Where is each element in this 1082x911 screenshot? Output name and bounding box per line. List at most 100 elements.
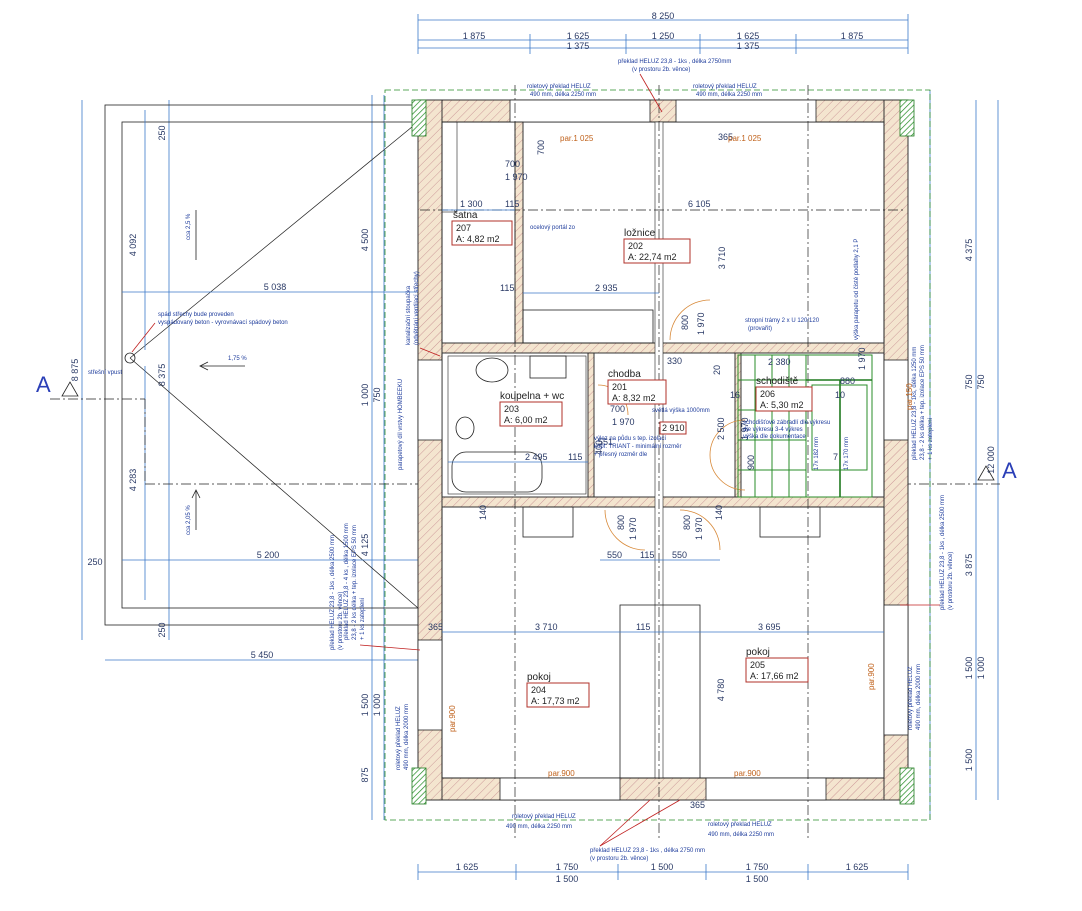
note-lintel-right-sub2: + 1 ks zateplení xyxy=(928,417,934,460)
note-shutter-tr: roletový překlad HELUZ xyxy=(693,84,757,90)
note-lintel-left-sub2: + 1 ks zateplení xyxy=(360,597,366,640)
note-lintel-right: překlad HELUZ 23,8 - 1ks, délka 1250 mm xyxy=(912,347,918,460)
note-shutter-br: roletový překlad HELUZ xyxy=(708,822,772,828)
svg-text:pokoj: pokoj xyxy=(527,672,551,683)
dim-bottom-1: 1 625 xyxy=(456,862,479,872)
dim-1970-e: 1 970 xyxy=(612,417,635,427)
note-lintel-left: překlad HELUZ 23,8 - 4 ks , délka 1500 m… xyxy=(344,523,350,640)
note-lintel-right2-sub: (v prostoru 2b. věnce) xyxy=(948,552,954,610)
note-lintel-left2: překlad HELUZ 23,8 - 1ks , délka 2500 mm xyxy=(330,535,336,650)
dim-top-2: 1 625 xyxy=(567,31,590,41)
dim-top-3: 1 250 xyxy=(652,31,675,41)
dim-left-inner-2: 750 xyxy=(372,387,382,402)
note-stair-steps2: 17x 170 mm xyxy=(844,437,850,470)
svg-text:A: 8,32 m2: A: 8,32 m2 xyxy=(612,393,656,403)
note-vent-sub: (odvětrání ventilací střechy) xyxy=(414,271,420,345)
dim-top-1: 1 875 xyxy=(463,31,486,41)
svg-text:A: 5,30 m2: A: 5,30 m2 xyxy=(760,400,804,410)
note-lintel-right-sub: 23,8 - 2 ks délka + tep. izolace EPS 50 … xyxy=(920,345,926,460)
svg-text:šatna: šatna xyxy=(453,210,478,221)
dim-800-a: 800 xyxy=(680,315,690,330)
dim-left-far: 8 875 xyxy=(70,359,80,382)
section-mark-right: A xyxy=(1002,458,1017,483)
note-shutter-tr-sub: 490 mm, délka 2250 mm xyxy=(696,92,762,98)
dim-115-c: 115 xyxy=(636,622,650,632)
dim-800-c: 800 xyxy=(682,515,692,530)
dim-left-2: 1 000 xyxy=(360,384,370,407)
svg-text:203: 203 xyxy=(504,404,519,414)
dim-1970-f: 1 970 xyxy=(740,417,750,440)
dim-right-1: 4 375 xyxy=(964,239,974,262)
terrace: 250 4 092 4 283 250 250 5 038 5 200 5 45… xyxy=(87,104,419,661)
svg-text:201: 201 xyxy=(612,382,627,392)
room-label-207: šatna 207 A: 4,82 m2 xyxy=(451,210,513,246)
dim-365-a: 365 xyxy=(428,622,443,632)
note-vent: kanalizační stoupačka xyxy=(406,285,412,345)
room-label-203: koupelna + wc 203 A: 6,00 m2 xyxy=(499,391,564,427)
note-stair-1: schodišťové zábradlí dle výkresu xyxy=(743,420,830,426)
note-shutter-bl-sub: 490 mm, délka 2250 mm xyxy=(506,824,572,830)
note-stair-2: dle výkresu 3-4 výkres xyxy=(743,427,803,433)
svg-text:205: 205 xyxy=(750,660,765,670)
dim-left-inner-1: 8 375 xyxy=(157,364,167,387)
note-shutter-tl: roletový překlad HELUZ xyxy=(527,84,591,90)
dim-115-d: 115 xyxy=(568,452,582,462)
dim-bottom-4: 1 750 xyxy=(746,862,769,872)
note-lintel-right2: překlad HELUZ 23,8 - 1ks , délka 2500 mm xyxy=(940,495,946,610)
note-lintel-left-sub: 23,8 - 2 ks délka + tep. izolace EPS 50 … xyxy=(352,525,358,640)
note-railing: výška parapetu od čisté podlahy 2,1 P xyxy=(854,239,860,340)
note-shutter-tl-sub: 490 mm, délka 2250 mm xyxy=(530,92,596,98)
stair-treads xyxy=(738,355,872,497)
dim-4780: 4 780 xyxy=(716,679,726,702)
note-wardrobe: ocelový portál zo xyxy=(530,225,576,231)
svg-text:A: 22,74 m2: A: 22,74 m2 xyxy=(628,252,677,262)
dim-5038: 5 038 xyxy=(264,282,287,292)
room-label-204: pokoj 204 A: 17,73 m2 xyxy=(526,672,590,708)
roof-point: střešní vpust xyxy=(88,370,122,376)
note-shutter-right-sub: 490 mm, délka 2000 mm xyxy=(916,664,922,730)
dim-right-inner-2: 1 500 xyxy=(964,657,974,680)
svg-text:207: 207 xyxy=(456,223,471,233)
dim-1970-a: 1 970 xyxy=(505,172,528,182)
dim-bottom-2: 1 750 xyxy=(556,862,579,872)
dim-800-b: 800 xyxy=(616,515,626,530)
parapet-6: par.900 xyxy=(548,769,575,778)
dim-terrace-2: 4 092 xyxy=(128,234,138,257)
annotations: překlad HELUZ 23,8 - 1ks , délka 2750mm … xyxy=(330,59,954,862)
parapet-5: par.900 xyxy=(867,663,876,690)
dim-3710-v: 3 710 xyxy=(717,247,727,270)
dim-terrace-5: 250 xyxy=(157,622,167,637)
dim-top-row2-1: 1 375 xyxy=(567,41,590,51)
dim-top-4: 1 625 xyxy=(737,31,760,41)
svg-text:ložnice: ložnice xyxy=(624,228,656,239)
dim-1970-d: 1 970 xyxy=(694,517,704,540)
dim-left-1: 4 500 xyxy=(360,229,370,252)
bottom-dimensions: 1 625 1 750 1 500 1 750 1 625 1 500 1 50… xyxy=(417,862,909,884)
dim-970-a: 1 970 xyxy=(857,347,867,370)
parapet-3: par.150 xyxy=(905,383,914,410)
dim-115-e: 115 xyxy=(640,550,654,560)
note-ceiling-height: světlá výška 1000mm xyxy=(652,408,710,414)
dim-2495: 2 495 xyxy=(525,452,548,462)
dim-top-row2-2: 1 375 xyxy=(737,41,760,51)
note-beam: stropní trámy 2 x U 120/120 xyxy=(745,318,820,324)
dim-bottom-3: 1 500 xyxy=(651,862,674,872)
note-shutter-left-sub: 490 mm, délka 2000 mm xyxy=(404,704,410,770)
dim-1970-c: 1 970 xyxy=(628,517,638,540)
dim-bottom-row2-1: 1 500 xyxy=(556,874,579,884)
parapet-4: par.900 xyxy=(448,705,457,732)
parapet-2: par.1 025 xyxy=(728,134,762,143)
svg-text:A: 6,00 m2: A: 6,00 m2 xyxy=(504,415,548,425)
dim-2500: 2 500 xyxy=(716,417,726,440)
roof-note-sub: vyspádovaný beton - vyrovnávací spádový … xyxy=(158,320,288,326)
svg-text:A: 17,73 m2: A: 17,73 m2 xyxy=(531,696,580,706)
slope-1: cca 2,5 % xyxy=(186,213,192,240)
right-dimensions: 4 375 750 3 875 12 000 750 1 500 1 500 1… xyxy=(929,90,999,820)
note-shutter-bl: roletový překlad HELUZ xyxy=(512,814,576,820)
svg-text:schodiště: schodiště xyxy=(756,376,799,387)
dim-365-b: 365 xyxy=(718,132,733,142)
dim-left-4: 1 500 xyxy=(360,694,370,717)
dim-551: 551 xyxy=(598,437,613,447)
svg-text:koupelna + wc: koupelna + wc xyxy=(500,391,564,402)
